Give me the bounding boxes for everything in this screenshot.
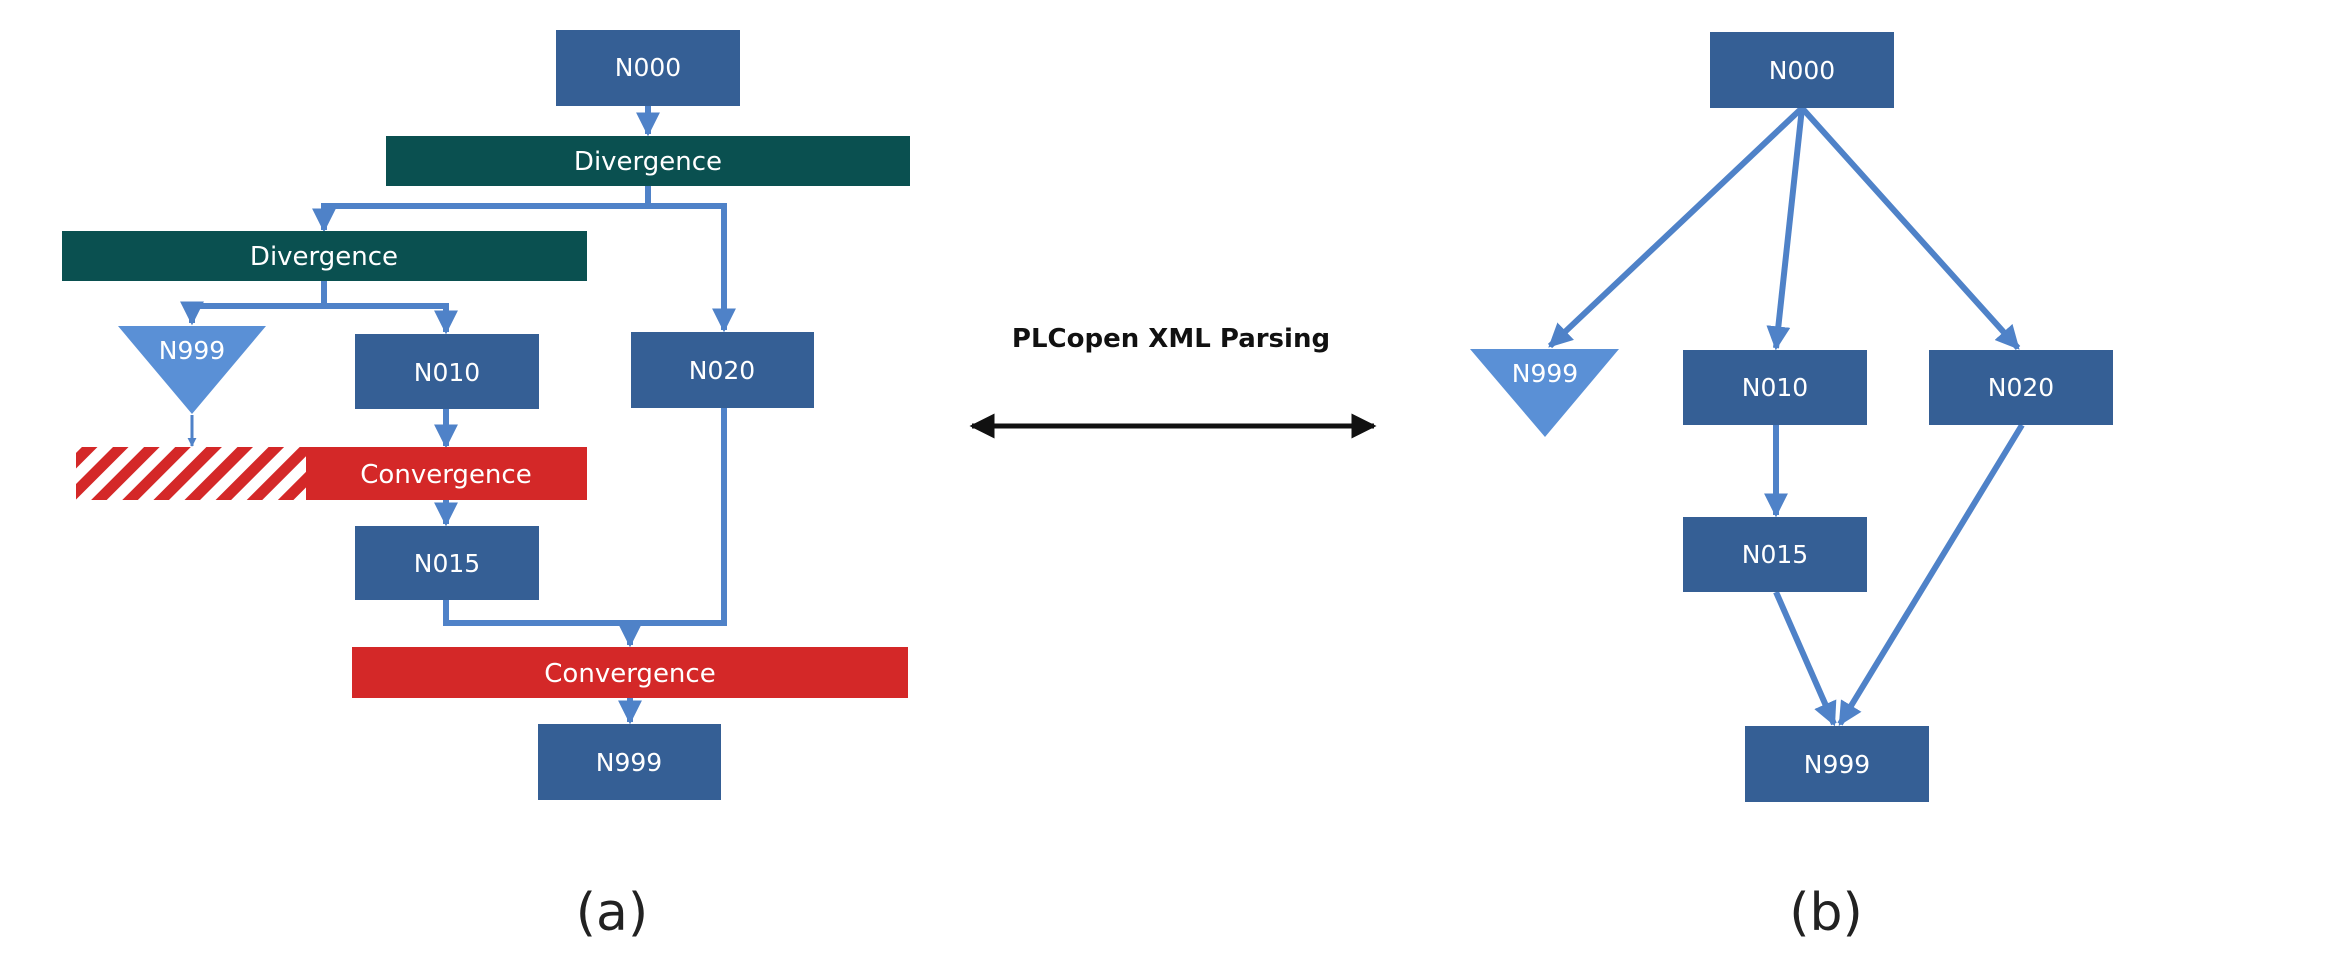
center-label: PLCopen XML Parsing <box>1012 324 1330 354</box>
a-node-n999-bottom-label: N999 <box>596 748 662 777</box>
a-node-n000: N000 <box>556 30 740 106</box>
a-node-n015-label: N015 <box>414 549 480 578</box>
b-node-n020-box <box>1929 350 2113 425</box>
edge-b-n015-to-n999 <box>1773 590 1837 727</box>
b-node-n015-box <box>1683 517 1867 592</box>
a-divergence-outer-bar <box>386 136 910 186</box>
diagram-a-edges <box>180 105 736 725</box>
edge-n015-to-outer-convergence <box>443 408 727 626</box>
edge-b-n000-to-n010 <box>1766 107 1805 351</box>
edge-inner-divergence-to-n010 <box>324 303 458 335</box>
b-node-n015: N015 <box>1683 517 1867 592</box>
a-convergence-inner-hatch <box>76 447 307 500</box>
b-node-n020-label: N020 <box>1988 373 2054 402</box>
b-node-n000-box <box>1710 32 1894 108</box>
b-node-n015-label: N015 <box>1742 540 1808 569</box>
b-node-n010: N010 <box>1683 350 1867 425</box>
a-divergence-outer: Divergence <box>386 136 910 186</box>
edge-inner-divergence-to-n999-triangle <box>180 281 327 326</box>
a-convergence-inner: Convergence <box>76 447 587 500</box>
b-node-n999-triangle-shape <box>1470 349 1619 437</box>
b-node-n999-bottom-label: N999 <box>1804 750 1870 779</box>
diagram-b: N000 N999 N010 N020 N015 N999 (b) <box>1470 32 2113 943</box>
a-convergence-outer-bar <box>352 647 908 698</box>
edge-divergence-to-n020 <box>648 203 736 333</box>
a-divergence-inner: Divergence <box>62 231 587 281</box>
a-node-n010-box <box>355 334 539 409</box>
a-node-n015-box <box>355 526 539 600</box>
diagram-b-edges <box>1547 105 2025 727</box>
a-convergence-outer: Convergence <box>352 647 908 698</box>
b-node-n999-triangle: N999 <box>1470 349 1619 437</box>
b-node-n020: N020 <box>1929 350 2113 425</box>
a-node-n999-bottom-box <box>538 724 721 800</box>
a-convergence-inner-bar <box>306 447 587 500</box>
edge-b-n000-to-n020 <box>1799 105 2021 351</box>
a-panel-label: (a) <box>576 883 648 943</box>
a-divergence-inner-label: Divergence <box>250 242 398 272</box>
edge-b-n020-to-n999 <box>1837 423 2025 727</box>
b-node-n010-label: N010 <box>1742 373 1808 402</box>
a-node-n010-label: N010 <box>414 358 480 387</box>
b-panel-label: (b) <box>1789 883 1863 943</box>
a-divergence-outer-label: Divergence <box>574 147 722 177</box>
b-node-n000: N000 <box>1710 32 1894 108</box>
diagram-a: N000 Divergence Divergence N999 N010 N02… <box>62 30 910 943</box>
a-convergence-outer-label: Convergence <box>544 659 715 689</box>
a-node-n000-box <box>556 30 740 106</box>
a-node-n020-box <box>631 332 814 408</box>
a-node-n999-bottom: N999 <box>538 724 721 800</box>
edge-b-n000-to-n999-triangle <box>1547 105 1805 349</box>
b-node-n010-box <box>1683 350 1867 425</box>
edge-divergence-split <box>312 186 651 233</box>
a-node-n999-triangle: N999 <box>118 326 266 414</box>
a-node-n010: N010 <box>355 334 539 409</box>
a-node-n999-triangle-label: N999 <box>159 336 225 365</box>
a-convergence-inner-label: Convergence <box>360 460 531 490</box>
a-node-n015: N015 <box>355 526 539 600</box>
b-node-n000-label: N000 <box>1769 56 1835 85</box>
b-node-n999-triangle-label: N999 <box>1512 359 1578 388</box>
a-node-n020: N020 <box>631 332 814 408</box>
a-node-n020-label: N020 <box>689 356 755 385</box>
b-node-n999-bottom-box <box>1745 726 1929 802</box>
center-transform: PLCopen XML Parsing <box>969 324 1377 439</box>
b-node-n999-bottom: N999 <box>1745 726 1929 802</box>
a-node-n000-label: N000 <box>615 53 681 82</box>
a-divergence-inner-bar <box>62 231 587 281</box>
a-node-n999-triangle-shape <box>118 326 266 414</box>
